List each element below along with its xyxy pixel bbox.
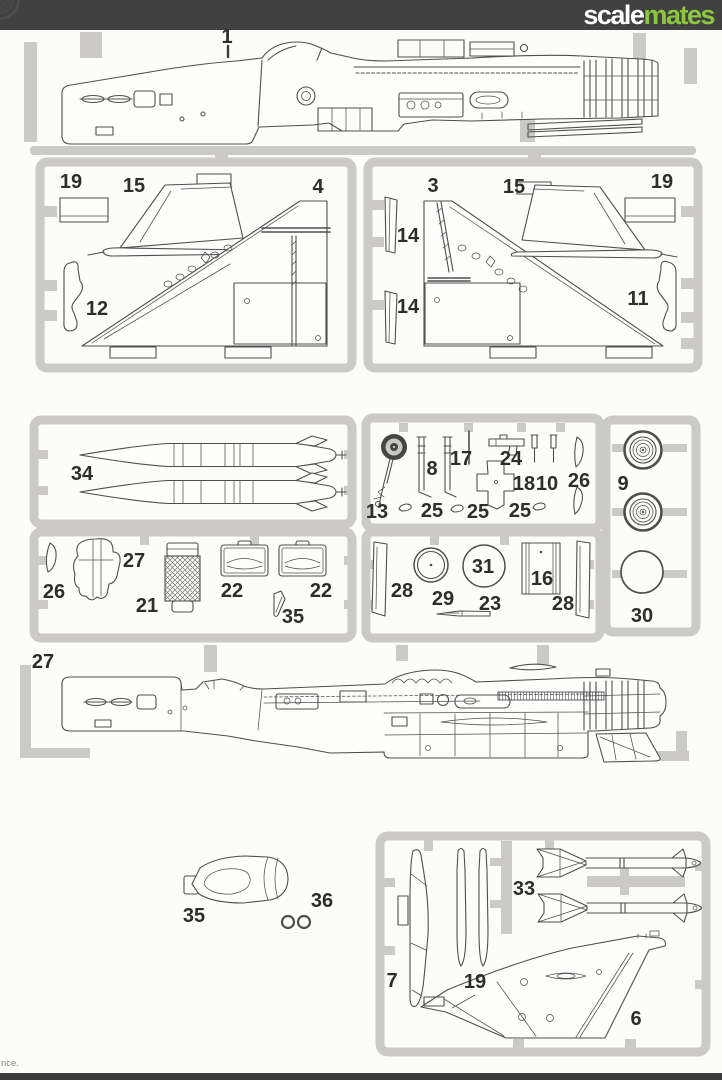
part-label-34: 34 — [71, 463, 94, 485]
site-header-bar: scalemates — [0, 0, 722, 30]
part-25-chips-drawing — [398, 502, 546, 513]
part-29-rimmed-disc-drawing — [413, 547, 449, 583]
part-label-14-lower: 14 — [397, 296, 420, 318]
part-19-right-rect-drawing — [624, 197, 676, 223]
part-label-27-fuselage: 27 — [32, 651, 54, 673]
part-35-pen-part-drawing — [273, 590, 286, 618]
part-label-26-blades: 26 — [568, 470, 590, 492]
part-6-tail-fin-drawing — [420, 930, 666, 1039]
part-label-19-left: 19 — [60, 171, 82, 193]
part-label-13: 13 — [366, 501, 388, 523]
part-16-square-part-drawing — [521, 542, 561, 595]
part-label-8: 8 — [426, 458, 437, 480]
part-15-right-fin-drawing — [510, 181, 678, 259]
part-3-right-wing-drawing — [423, 200, 664, 359]
part-label-24: 24 — [500, 448, 523, 470]
part-label-4: 4 — [312, 176, 324, 198]
part-label-30: 30 — [631, 605, 653, 627]
part-label-28-right: 28 — [552, 593, 574, 615]
part-label-33: 33 — [513, 878, 535, 900]
part-7-blade-drawing — [397, 849, 429, 1008]
part-24-bracket-drawing — [488, 434, 525, 456]
sprue-c-frames — [29, 413, 701, 643]
part-label-15-left: 15 — [123, 175, 145, 197]
part-label-7: 7 — [386, 970, 397, 992]
part-1-fuselage-right-half-drawing — [61, 39, 659, 145]
part-14-upper-strip-drawing — [384, 196, 398, 254]
part-36-rings-drawing — [280, 914, 312, 930]
part-8-gear-struts-drawing — [416, 436, 457, 498]
part-label-36: 36 — [311, 890, 333, 912]
sprue-b-left-frame — [35, 150, 357, 373]
part-27-seat-drawing — [72, 538, 121, 601]
part-label-17: 17 — [450, 448, 472, 470]
part-14-lower-strip-drawing — [384, 290, 398, 345]
part-33-missiles-drawing — [536, 848, 703, 923]
sprue-b-right-frame — [363, 150, 703, 373]
part-label-12: 12 — [86, 298, 108, 320]
part-label-35-pen: 35 — [282, 606, 304, 628]
part-label-35-canopy: 35 — [183, 905, 205, 927]
part-23-pitot-drawing — [436, 610, 491, 617]
part-label-27-seat: 27 — [123, 550, 145, 572]
part-label-10: 10 — [536, 473, 558, 495]
part-label-26-sliver: 26 — [43, 581, 65, 603]
part-label-9: 9 — [617, 473, 628, 495]
part-15-left-fin-drawing — [87, 173, 255, 257]
part-label-6: 6 — [630, 1008, 641, 1030]
part-label-22-a: 22 — [221, 580, 243, 602]
part-label-11: 11 — [627, 288, 648, 310]
part-label-14-upper: 14 — [397, 225, 420, 247]
part-34-drop-tanks-drawing — [79, 435, 347, 512]
part-4-left-wing-drawing — [81, 200, 331, 359]
logo-text-mates: mates — [643, 0, 715, 30]
part-28-left-door-drawing — [371, 541, 388, 617]
part-label-29: 29 — [432, 588, 454, 610]
part-31-disc-drawing — [462, 544, 506, 588]
part-13-nose-gear-drawing — [373, 434, 407, 508]
part-26-sliver-drawing — [45, 542, 57, 573]
part-label-18: 18 — [513, 473, 535, 495]
part-27-fuselage-left-half-drawing — [61, 663, 667, 763]
scalemates-logo: scalemates — [583, 0, 722, 30]
part-label-3: 3 — [427, 175, 438, 197]
part-label-1: 1 — [221, 26, 232, 48]
part-22-canopy-panes-drawing — [220, 540, 327, 577]
bottom-dark-bar — [0, 1073, 722, 1080]
part-label-19-strips: 19 — [464, 971, 486, 993]
part-label-23: 23 — [479, 593, 501, 615]
part-label-19-right: 19 — [651, 171, 673, 193]
part-19-strips-drawing — [456, 847, 489, 967]
part-18-cross-part-drawing — [476, 460, 515, 510]
part-11-drawing — [656, 260, 677, 332]
part-label-25-a: 25 — [421, 500, 443, 522]
part-30-ring-drawing — [620, 550, 664, 594]
part-label-16: 16 — [531, 568, 553, 590]
logo-text-scale: scale — [583, 0, 645, 30]
part-label-15-right: 15 — [503, 176, 525, 198]
part-21-textured-part-drawing — [164, 542, 201, 613]
sprue-e-frame — [375, 831, 711, 1057]
part-12-drawing — [63, 261, 84, 332]
page-edge-partial-text: nce. — [1, 1058, 19, 1069]
part-label-21: 21 — [136, 595, 158, 617]
part-label-28-left: 28 — [391, 580, 413, 602]
part-label-31: 31 — [472, 556, 494, 578]
part-35-canopy-drawing — [183, 855, 289, 904]
part-label-25-b: 25 — [467, 501, 489, 523]
part-9-wheels-drawing — [0, 0, 663, 532]
part-19-left-rect-drawing — [59, 197, 109, 223]
part-26-blades-drawing — [573, 436, 584, 515]
part-28-right-door-drawing — [575, 540, 591, 619]
part-10-pins-drawing — [530, 434, 558, 463]
part-number-labels: 1 19 15 4 12 3 14 14 15 19 11 34 13 8 17… — [32, 26, 673, 1030]
part-label-22-b: 22 — [310, 580, 332, 602]
part-label-25-c: 25 — [509, 500, 531, 522]
